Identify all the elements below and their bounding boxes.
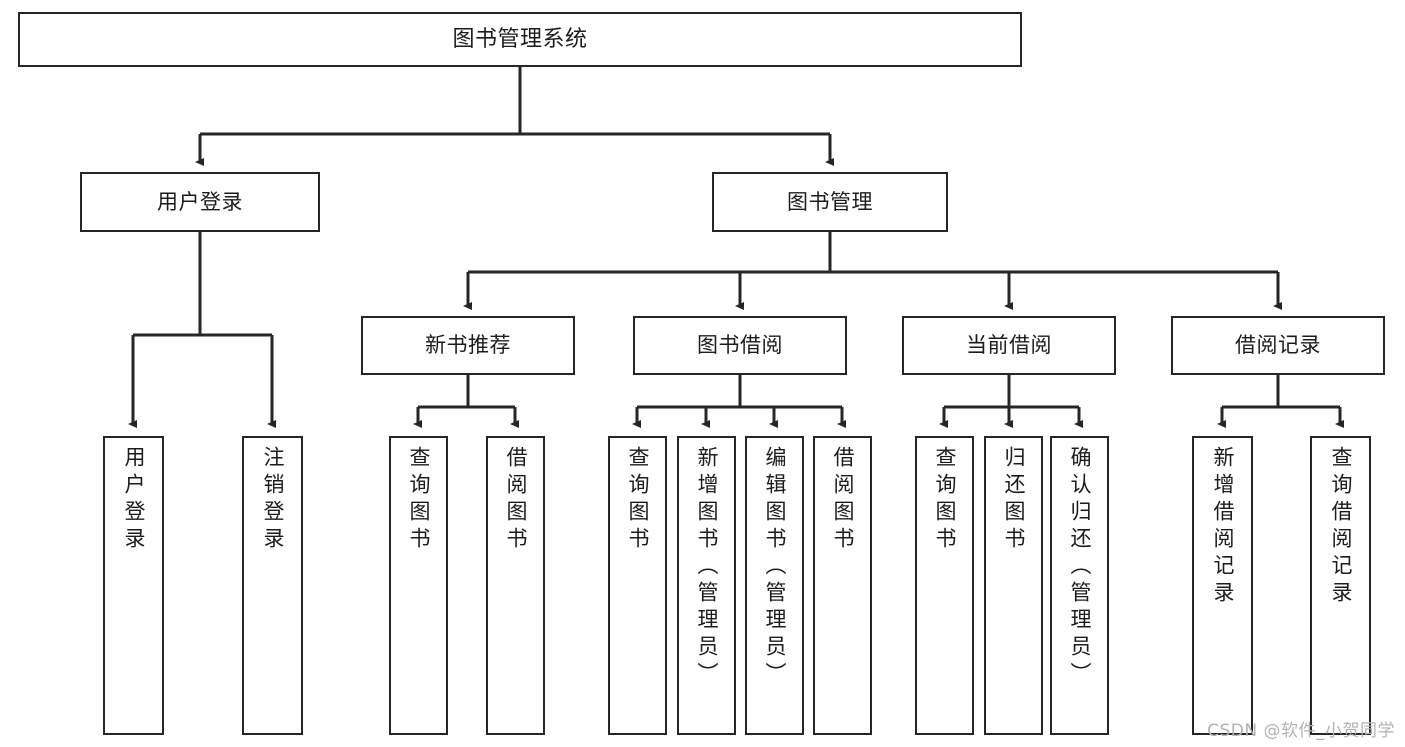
node-borrowing-records[interactable]: 借阅记录 <box>1171 316 1385 375</box>
leaf-logout[interactable]: 注销登录 <box>242 436 303 735</box>
node-root-book-management-system[interactable]: 图书管理系统 <box>18 12 1022 67</box>
node-label: 查询借阅记录 <box>1329 446 1353 608</box>
leaf-borrow-books[interactable]: 借阅图书 <box>813 436 872 735</box>
node-book-management[interactable]: 图书管理 <box>712 172 948 232</box>
node-label: 图书管理 <box>787 189 873 214</box>
node-current-borrowing[interactable]: 当前借阅 <box>902 316 1116 375</box>
node-label: 确认归还（管理员） <box>1068 446 1092 689</box>
leaf-query-books-new[interactable]: 查询图书 <box>389 436 448 735</box>
current-borrow-to-leaves-connectors <box>939 375 1083 428</box>
node-label: 注销登录 <box>261 446 285 554</box>
leaf-query-books-borrow[interactable]: 查询图书 <box>608 436 667 735</box>
leaf-add-book-admin[interactable]: 新增图书（管理员） <box>677 436 736 735</box>
node-label: 用户登录 <box>157 189 243 214</box>
node-label: 图书借阅 <box>697 333 783 357</box>
book-mgmt-to-level3-connectors <box>463 232 1282 310</box>
leaf-return-books[interactable]: 归还图书 <box>984 436 1043 735</box>
node-label: 用户登录 <box>122 446 146 554</box>
node-label: 归还图书 <box>1002 446 1026 554</box>
node-book-borrowing[interactable]: 图书借阅 <box>633 316 847 375</box>
leaf-user-login[interactable]: 用户登录 <box>103 436 164 735</box>
node-label: 查询图书 <box>933 446 957 554</box>
node-label: 借阅图书 <box>504 446 528 554</box>
leaf-confirm-return-admin[interactable]: 确认归还（管理员） <box>1050 436 1109 735</box>
leaf-query-borrow-record[interactable]: 查询借阅记录 <box>1310 436 1371 735</box>
node-new-book-recommendation[interactable]: 新书推荐 <box>361 316 575 375</box>
node-label: 借阅图书 <box>831 446 855 554</box>
node-label: 查询图书 <box>407 446 431 554</box>
book-borrow-to-leaves-connectors <box>632 375 846 428</box>
node-label: 新增图书（管理员） <box>695 446 719 689</box>
leaf-borrow-books-new[interactable]: 借阅图书 <box>486 436 545 735</box>
leaf-edit-book-admin[interactable]: 编辑图书（管理员） <box>745 436 804 735</box>
node-label: 当前借阅 <box>966 333 1052 357</box>
leaf-add-borrow-record[interactable]: 新增借阅记录 <box>1192 436 1253 735</box>
borrow-record-to-leaves-connectors <box>1217 375 1344 428</box>
user-login-to-leaves-connectors <box>128 232 276 428</box>
node-label: 新增借阅记录 <box>1211 446 1235 608</box>
node-label: 查询图书 <box>626 446 650 554</box>
node-label: 编辑图书（管理员） <box>763 446 787 689</box>
leaf-query-books-current[interactable]: 查询图书 <box>915 436 974 735</box>
new-book-to-leaves-connectors <box>413 375 519 428</box>
node-user-login[interactable]: 用户登录 <box>80 172 320 232</box>
node-label: 图书管理系统 <box>452 26 588 52</box>
root-to-level2-connectors <box>195 67 834 166</box>
csdn-watermark: CSDN @软件_小贺同学 <box>1207 721 1395 741</box>
node-label: 新书推荐 <box>425 333 511 357</box>
node-label: 借阅记录 <box>1235 333 1321 357</box>
